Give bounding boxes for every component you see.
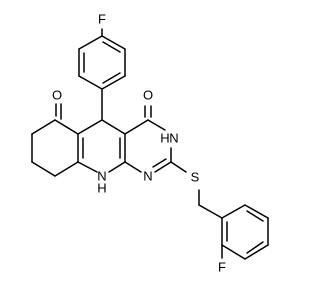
bond xyxy=(170,161,187,173)
bond xyxy=(221,204,246,219)
hydrogen-label: H xyxy=(160,131,169,146)
bond xyxy=(221,244,246,260)
hydrogen-label: H xyxy=(97,181,106,196)
bond xyxy=(154,161,172,173)
bonds xyxy=(31,28,269,260)
bond xyxy=(246,210,264,222)
bond xyxy=(102,72,121,84)
nitrogen-label: N xyxy=(143,169,152,184)
bond xyxy=(244,244,269,260)
bond xyxy=(54,119,79,135)
nitrogen-label: N xyxy=(169,131,178,146)
bond xyxy=(101,75,126,90)
bond xyxy=(77,119,103,135)
fluorine-label: F xyxy=(98,12,106,27)
bond xyxy=(147,119,166,131)
bond xyxy=(244,204,269,219)
bond xyxy=(78,75,103,90)
bond xyxy=(78,35,103,50)
amide-oxygen-label: O xyxy=(143,88,153,103)
bond xyxy=(102,41,121,53)
bond xyxy=(101,35,126,50)
bond xyxy=(198,204,223,219)
bond xyxy=(124,119,149,135)
bond xyxy=(77,161,98,173)
bond xyxy=(108,161,126,173)
molecule-diagram: F O O N H N N H S F xyxy=(31,12,269,275)
bond xyxy=(152,158,167,168)
sulfur-label: S xyxy=(191,170,200,185)
ketone-oxygen-label: O xyxy=(52,88,62,103)
bond xyxy=(31,119,56,135)
atom-labels: F O O N H N N H S F xyxy=(52,12,226,275)
bond xyxy=(54,161,79,177)
fluorine-label: F xyxy=(218,260,226,275)
bond xyxy=(124,161,142,173)
nitrogen-label: N xyxy=(97,169,106,184)
bond xyxy=(31,161,56,177)
bond xyxy=(101,119,126,135)
bond xyxy=(246,241,264,254)
